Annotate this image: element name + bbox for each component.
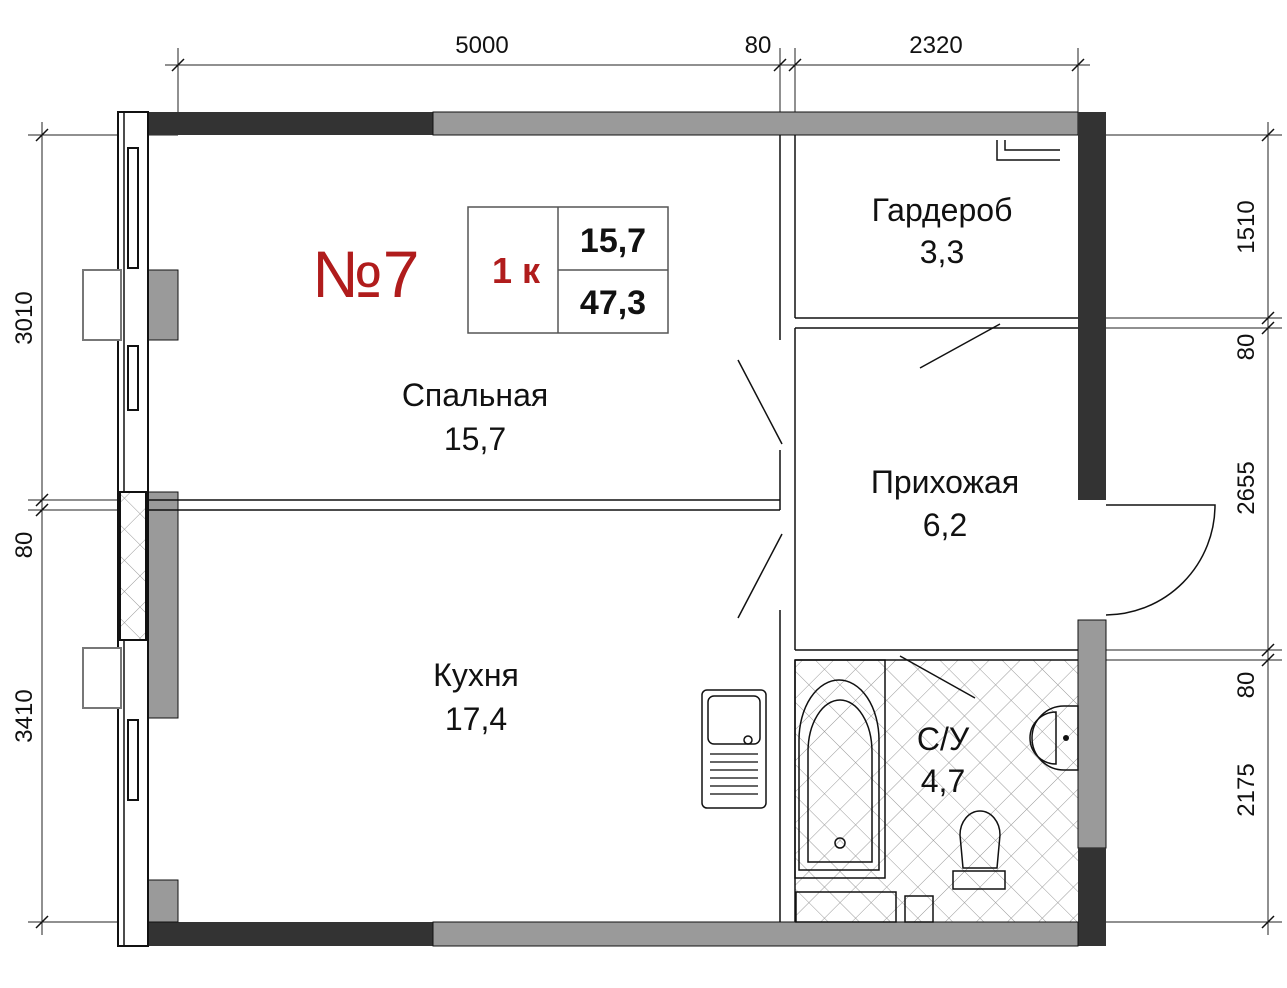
room-area: 17,4 xyxy=(445,701,507,737)
bathtub xyxy=(794,659,934,923)
dim-left-3: 3410 xyxy=(11,689,38,742)
room-name: С/У xyxy=(917,721,970,757)
room-name: Кухня xyxy=(433,657,519,693)
room-area: 15,7 xyxy=(444,421,506,457)
apartment-type: 1 к xyxy=(492,250,541,291)
apartment-summary-table: 1 к 15,7 47,3 xyxy=(467,206,669,334)
interior-walls xyxy=(148,135,1078,922)
room-name: Гардероб xyxy=(872,192,1013,228)
outer-walls xyxy=(147,111,1107,947)
living-area: 15,7 xyxy=(580,222,646,260)
dim-right-5: 2175 xyxy=(1233,763,1260,816)
room-name: Спальная xyxy=(402,377,548,413)
room-wardrobe: Гардероб 3,3 xyxy=(872,192,1013,270)
room-area: 3,3 xyxy=(920,234,964,270)
room-name: Прихожая xyxy=(871,464,1019,500)
bathroom-sink xyxy=(1029,705,1079,771)
dim-left-2: 80 xyxy=(11,532,38,559)
dim-right-1: 1510 xyxy=(1233,200,1260,253)
dim-right-4: 80 xyxy=(1233,672,1260,699)
total-area: 47,3 xyxy=(580,284,646,322)
dim-right-2: 80 xyxy=(1233,334,1260,361)
dimension-top: 5000 80 2320 xyxy=(165,32,1090,135)
doors xyxy=(737,323,1216,699)
room-area: 6,2 xyxy=(923,507,967,543)
room-hallway: Прихожая 6,2 xyxy=(871,464,1019,543)
dim-top-1: 5000 xyxy=(455,32,508,59)
room-bathroom: С/У 4,7 xyxy=(917,721,970,799)
dim-top-3: 2320 xyxy=(909,32,962,59)
window xyxy=(127,719,139,801)
room-kitchen: Кухня 17,4 xyxy=(433,657,519,737)
room-bedroom: Спальная 15,7 xyxy=(402,377,548,457)
window-wall xyxy=(82,111,149,947)
dim-top-2: 80 xyxy=(745,32,772,59)
dimension-right: 1510 80 2655 80 2175 xyxy=(795,122,1282,935)
dim-right-3: 2655 xyxy=(1233,461,1260,514)
kitchen-sink xyxy=(701,689,767,809)
toilet xyxy=(952,810,1006,890)
window xyxy=(127,345,139,411)
balcony-door xyxy=(82,647,122,709)
apartment-number: №7 xyxy=(312,237,420,311)
dim-left-1: 3010 xyxy=(11,291,38,344)
room-area: 4,7 xyxy=(921,763,965,799)
window xyxy=(127,147,139,269)
entrance-door xyxy=(1105,504,1216,616)
balcony-door xyxy=(82,269,122,341)
